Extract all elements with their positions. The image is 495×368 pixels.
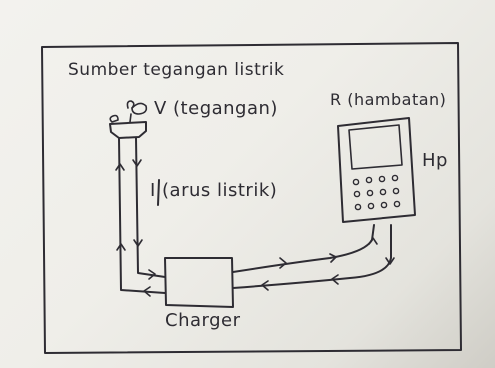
arrow-left-2 bbox=[331, 274, 339, 285]
wire-left-outer bbox=[118, 137, 166, 294]
arrow-up-3 bbox=[368, 237, 378, 245]
voltage-label: V (tegangan) bbox=[154, 98, 278, 119]
wire-right-bottom bbox=[232, 224, 392, 289]
arrow-left-3 bbox=[143, 286, 151, 297]
arrow-up-2 bbox=[116, 243, 126, 251]
charger-box bbox=[164, 257, 234, 308]
arrow-right-2 bbox=[329, 253, 337, 263]
arrow-down-3 bbox=[385, 257, 395, 265]
frame-border bbox=[41, 42, 462, 354]
arrow-up-1 bbox=[115, 163, 125, 171]
charger-label: Charger bbox=[165, 310, 241, 331]
phone-label: Hp bbox=[422, 150, 448, 171]
current-label: I (arus listrik) bbox=[150, 180, 278, 201]
arrow-down-2 bbox=[133, 239, 143, 247]
arrow-right-1 bbox=[279, 257, 287, 269]
resistance-label: R (hambatan) bbox=[330, 90, 447, 109]
arrow-down-1 bbox=[132, 159, 142, 167]
plug-icon bbox=[109, 100, 148, 139]
current-i-stroke bbox=[157, 179, 160, 206]
wire-left-inner bbox=[135, 137, 166, 278]
arrow-right-3 bbox=[148, 269, 156, 280]
phone-icon bbox=[337, 117, 416, 223]
source-title: Sumber tegangan listrik bbox=[68, 60, 285, 80]
wire-right-top bbox=[232, 224, 375, 273]
arrow-left-1 bbox=[261, 280, 269, 291]
